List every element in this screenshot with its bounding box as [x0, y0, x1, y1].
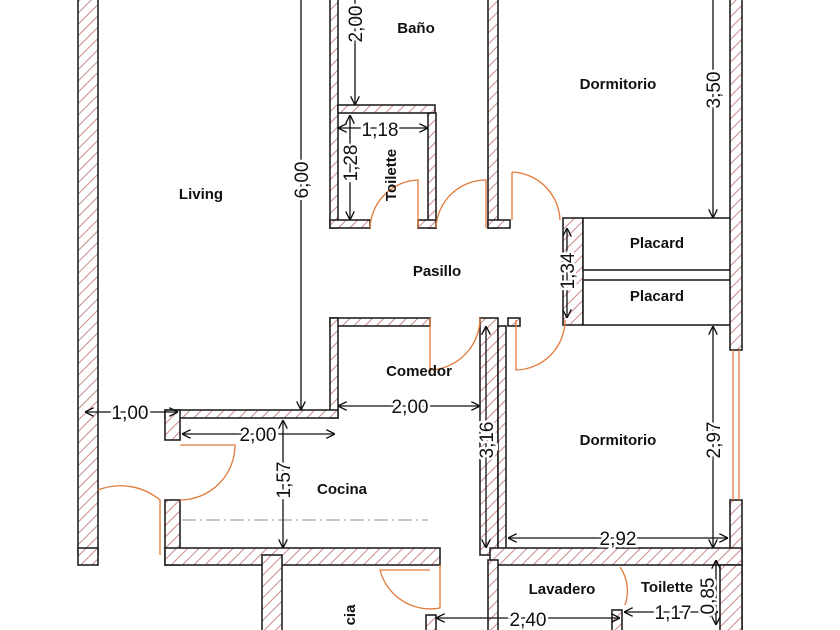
room-dormitorio-2: Dormitorio: [580, 432, 657, 449]
door-comedor: [429, 317, 481, 371]
room-toilette-2: Toilette: [641, 579, 693, 596]
room-placard-2: Placard: [630, 288, 684, 305]
room-cocina: Cocina: [317, 481, 368, 498]
dimension-lines: [85, 0, 728, 625]
door-dormitorio1: [511, 171, 561, 221]
door-dormitorio2: [515, 319, 566, 371]
room-labels: Baño Dormitorio Toilette Living Pasillo …: [179, 20, 693, 625]
dim-entry-width: 1,00: [112, 403, 149, 424]
dim-living-height: 6,00: [292, 162, 313, 199]
dim-toilette-width: 1,18: [362, 120, 399, 141]
window: [732, 350, 740, 500]
walls: [77, 0, 743, 630]
room-living: Living: [179, 186, 223, 203]
dim-lavadero-width: 2,40: [510, 610, 547, 630]
room-toilette-1: Toilette: [383, 149, 400, 201]
dim-cocina-height: 1,57: [274, 462, 295, 499]
dim-pasillo-width: 1,34: [558, 252, 579, 289]
dim-comedor-width: 2,00: [392, 397, 429, 418]
door-bano: [435, 179, 487, 229]
room-placard-1: Placard: [630, 235, 684, 252]
room-lavadero: Lavadero: [529, 581, 596, 598]
dimension-labels: 2,00 1,18 1,28 3,50 6,00 1,34 1,00 2,00 …: [109, 3, 727, 630]
dim-toilette-height: 1,28: [341, 145, 362, 182]
dim-dormitorio2-width: 2,92: [600, 529, 637, 550]
room-bano: Baño: [397, 20, 435, 37]
door-toilette: [369, 179, 419, 229]
dim-cocina-width: 2,00: [240, 425, 277, 446]
door-cocina: [179, 444, 236, 501]
dim-comedor-height: 3,16: [477, 422, 498, 459]
dim-bano-height: 2,00: [346, 6, 367, 43]
dim-toilette2-width: 1,17: [655, 603, 692, 624]
room-dormitorio-1: Dormitorio: [580, 76, 657, 93]
dim-dormitorio1-height: 3,50: [704, 72, 725, 109]
door-lavadero: [379, 565, 441, 610]
room-comedor: Comedor: [386, 363, 452, 380]
door-toilette2: [619, 566, 629, 606]
room-cropped: cia: [342, 604, 359, 626]
room-pasillo: Pasillo: [413, 263, 461, 280]
doors: [97, 171, 629, 610]
dim-toilette2-height: 0,85: [698, 578, 719, 615]
door-entry: [97, 485, 161, 555]
dim-dormitorio2-height: 2,97: [704, 422, 725, 459]
